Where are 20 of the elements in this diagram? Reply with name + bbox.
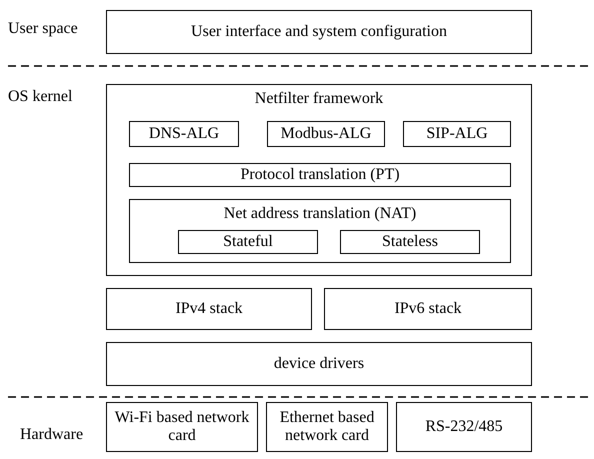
nat-box	[129, 199, 511, 263]
layer-box: Stateless	[340, 230, 480, 254]
layer-box: RS-232/485	[396, 402, 532, 452]
layer-box: Stateful	[178, 230, 318, 254]
framework-box	[106, 84, 532, 276]
layer-box: Wi-Fi based network card	[106, 402, 258, 452]
layer-box: device drivers	[106, 342, 532, 386]
layer-box: User interface and system configuration	[106, 10, 532, 54]
layer-box: Protocol translation (PT)	[129, 163, 511, 187]
layer-box: SIP-ALG	[403, 121, 511, 147]
layer-box: IPv4 stack	[106, 288, 312, 330]
group-title: Net address translation (NAT)	[222, 205, 418, 223]
group-title: Netfilter framework	[254, 90, 384, 108]
layer-box: IPv6 stack	[324, 288, 532, 330]
layer-box: Ethernet based network card	[266, 402, 388, 452]
layer-label: OS kernel	[8, 88, 72, 106]
layer-box: Modbus-ALG	[267, 121, 385, 147]
layer-box: DNS-ALG	[129, 121, 239, 147]
layer-label: User space	[8, 20, 78, 38]
layer-label: Hardware	[20, 426, 84, 444]
